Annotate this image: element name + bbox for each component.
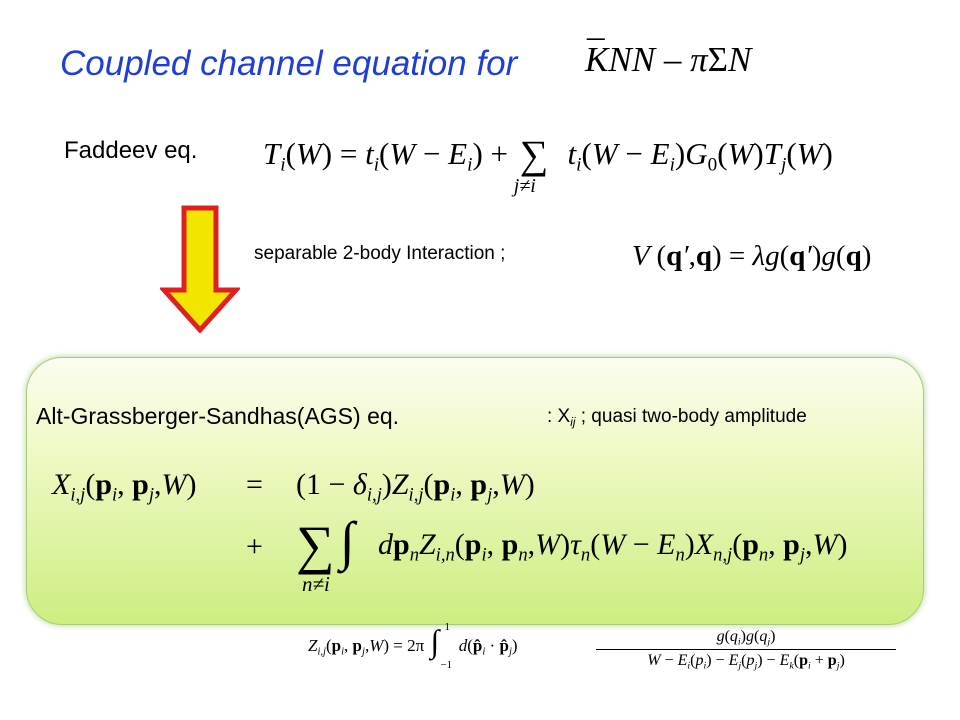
ags-row1-lhs: Xi,j(pi, pj,W) <box>52 468 197 506</box>
z-definition-fraction: g(qi)g(qj) W − Ei(pi) − Ej(pj) − Ek(pi +… <box>596 628 896 672</box>
ags-plus-sign: + <box>246 530 263 563</box>
faddeev-label: Faddeev eq. <box>64 137 198 164</box>
ags-row2-rhs: dpnZi,n(pi, pn,W)τn(W − En)Xn,j(pn, pj,W… <box>378 528 848 566</box>
separable-equation: V (q′,q) = λg(q′)g(q) <box>632 240 872 272</box>
slide-title: Coupled channel equation for <box>60 44 518 83</box>
z-denominator: W − Ei(pi) − Ej(pj) − Ek(pi + pj) <box>596 649 896 672</box>
ags-equals-sign: = <box>246 468 263 501</box>
ags-integral-symbol: ∫ <box>340 511 355 571</box>
faddeev-equation: Ti(W) = ti(W − Ei) + ∑ j≠i ti(W − Ei)G0(… <box>263 131 833 197</box>
z-numerator: g(qi)g(qj) <box>716 628 776 648</box>
down-arrow-icon <box>160 205 240 333</box>
ags-equation-box <box>26 357 924 625</box>
ags-row1-rhs: (1 − δi,j)Zi,j(pi, pj,W) <box>296 468 535 506</box>
ags-label: Alt-Grassberger-Sandhas(AGS) eq. <box>36 403 400 429</box>
title-formula: K¯NN – πΣN <box>585 34 752 79</box>
ags-note: : Xij ; quasi two-body amplitude <box>547 406 807 430</box>
z-definition-lhs: Zi,j(pi, pj,W) = 2π ∫ 1 −1 d(p̂i · p̂j) <box>308 621 518 672</box>
ags-note-text: ; quasi two-body amplitude <box>580 406 807 427</box>
separable-label: separable 2-body Interaction ; <box>254 243 506 264</box>
